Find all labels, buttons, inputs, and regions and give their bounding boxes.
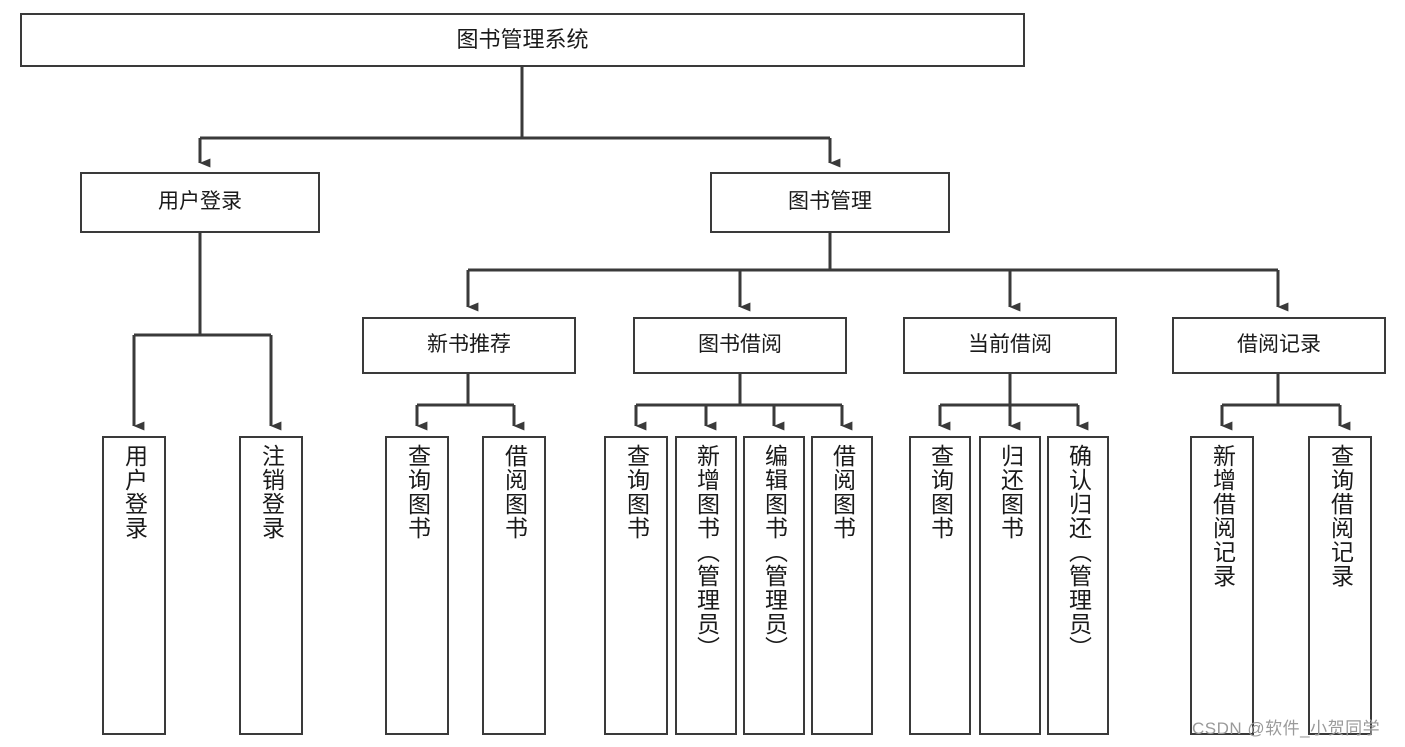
node-leaf-user-login-label: 用户登录 xyxy=(121,444,148,540)
node-root[interactable]: 图书管理系统 xyxy=(20,13,1025,67)
node-leaf-add-record[interactable]: 新增借阅记录 xyxy=(1190,436,1254,735)
node-book-manage-label: 图书管理 xyxy=(788,190,872,214)
node-leaf-borrow-book-1-label: 借阅图书 xyxy=(501,444,528,540)
node-leaf-borrow-book-2[interactable]: 借阅图书 xyxy=(811,436,873,735)
node-user-login[interactable]: 用户登录 xyxy=(80,172,320,233)
node-leaf-borrow-book-1[interactable]: 借阅图书 xyxy=(482,436,546,735)
node-leaf-query-record-label: 查询借阅记录 xyxy=(1327,444,1354,588)
node-root-label: 图书管理系统 xyxy=(456,27,589,53)
node-current-borrow[interactable]: 当前借阅 xyxy=(903,317,1117,374)
node-leaf-query-book-2[interactable]: 查询图书 xyxy=(604,436,668,735)
csdn-watermark: CSDN @软件_小贺同学 xyxy=(1192,719,1381,738)
node-new-book-recommend-label: 新书推荐 xyxy=(427,333,511,357)
node-borrow-record[interactable]: 借阅记录 xyxy=(1172,317,1386,374)
node-leaf-logout-login[interactable]: 注销登录 xyxy=(239,436,303,735)
node-leaf-add-book[interactable]: 新增图书（管理员） xyxy=(675,436,737,735)
node-leaf-query-book-1-label: 查询图书 xyxy=(404,444,431,540)
node-leaf-return-book[interactable]: 归还图书 xyxy=(979,436,1041,735)
node-leaf-return-book-label: 归还图书 xyxy=(997,444,1024,540)
node-current-borrow-label: 当前借阅 xyxy=(968,333,1052,357)
node-leaf-logout-login-label: 注销登录 xyxy=(258,444,285,540)
node-user-login-label: 用户登录 xyxy=(158,190,242,214)
node-book-borrow-label: 图书借阅 xyxy=(698,333,782,357)
node-borrow-record-label: 借阅记录 xyxy=(1237,333,1321,357)
node-leaf-edit-book-label: 编辑图书（管理员） xyxy=(761,444,788,660)
node-book-borrow[interactable]: 图书借阅 xyxy=(633,317,847,374)
node-leaf-confirm-return[interactable]: 确认归还（管理员） xyxy=(1047,436,1109,735)
node-leaf-borrow-book-2-label: 借阅图书 xyxy=(829,444,856,540)
node-leaf-user-login[interactable]: 用户登录 xyxy=(102,436,166,735)
node-leaf-edit-book[interactable]: 编辑图书（管理员） xyxy=(743,436,805,735)
node-new-book-recommend[interactable]: 新书推荐 xyxy=(362,317,576,374)
node-leaf-add-record-label: 新增借阅记录 xyxy=(1209,444,1236,588)
node-book-manage[interactable]: 图书管理 xyxy=(710,172,950,233)
node-leaf-confirm-return-label: 确认归还（管理员） xyxy=(1065,444,1092,660)
node-leaf-query-book-3[interactable]: 查询图书 xyxy=(909,436,971,735)
node-leaf-add-book-label: 新增图书（管理员） xyxy=(693,444,720,660)
node-leaf-query-book-1[interactable]: 查询图书 xyxy=(385,436,449,735)
node-leaf-query-record[interactable]: 查询借阅记录 xyxy=(1308,436,1372,735)
node-leaf-query-book-2-label: 查询图书 xyxy=(623,444,650,540)
node-leaf-query-book-3-label: 查询图书 xyxy=(927,444,954,540)
